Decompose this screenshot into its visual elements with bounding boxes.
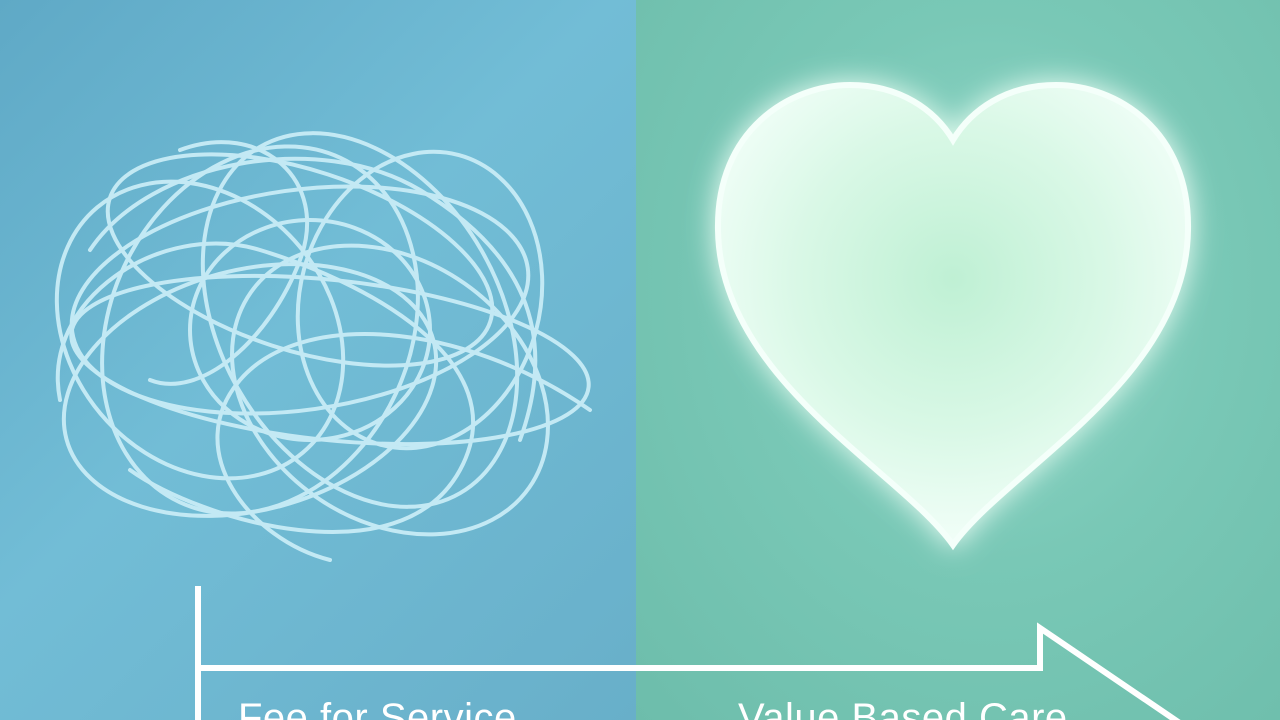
tangled-scribble-icon (54, 131, 592, 562)
value-based-care-label: Value Based Care (738, 696, 1068, 720)
fee-for-service-label: Fee for Service (238, 696, 517, 720)
glowing-heart-icon (714, 81, 1192, 551)
right-arrow-icon (195, 586, 1181, 720)
